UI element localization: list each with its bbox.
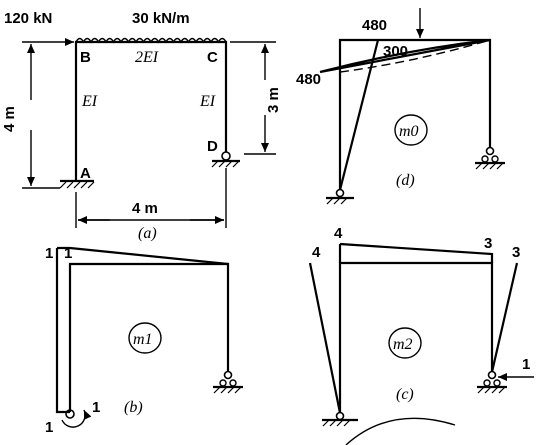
moment-diagram-m0-dashed	[339, 39, 491, 73]
value-top-left: 4	[334, 225, 343, 242]
dimension-left	[22, 41, 60, 189]
panel-b-diagram: m1 1 1 1 1 (b)	[45, 245, 243, 436]
roller-support-d	[475, 146, 505, 170]
roller-support-b	[213, 370, 243, 394]
caption-d: (d)	[396, 172, 415, 189]
roller-support-c	[477, 370, 507, 394]
node-b-label: B	[80, 49, 91, 66]
m2-label: m2	[393, 336, 413, 353]
dimension-bottom-label: 4 m	[132, 200, 158, 217]
value-480-left: 480	[296, 71, 321, 88]
frame-c-members	[338, 261, 494, 413]
value-mid-left: 4	[312, 244, 321, 261]
m2-label-circle	[388, 327, 422, 359]
dimension-left-label: 4 m	[1, 106, 18, 132]
frame-d-members	[338, 38, 492, 190]
moment-diagram-m0	[319, 38, 491, 191]
value-bottom: 1	[45, 419, 53, 436]
caption-c: (c)	[396, 386, 414, 403]
distributed-load-label: 30 kN/m	[132, 10, 190, 27]
moment-diagram-m2	[308, 242, 519, 414]
dimension-right	[230, 41, 276, 155]
unit-moment-arrow	[61, 409, 92, 428]
pin-support-d	[211, 151, 240, 168]
value-moment: 1	[92, 399, 100, 416]
dimension-bottom	[75, 168, 227, 228]
left-column-ei-label: EI	[81, 93, 98, 110]
value-outer-top: 1	[45, 245, 53, 262]
panel-a-structure: 120 kN 30 kN/m B C A D 2EI EI EI 4 m 3 m…	[1, 10, 282, 242]
value-inner-top: 1	[64, 245, 72, 262]
panel-d-diagram: m0 480 300 480 (d)	[296, 8, 505, 205]
moment-diagram-m1	[55, 246, 229, 414]
node-c-label: C	[207, 49, 218, 66]
panel-c-diagram: m2 4 4 3 3 1 (c)	[308, 225, 534, 427]
dimension-right-label: 3 m	[265, 87, 282, 113]
m0-label-circle	[394, 114, 428, 146]
beam-ei-label: 2EI	[135, 49, 159, 66]
fixed-support-a	[59, 179, 95, 189]
caption-b: (b)	[124, 399, 143, 416]
fixed-support-c	[322, 411, 358, 427]
distributed-load	[75, 37, 227, 44]
m1-label-circle	[128, 322, 162, 354]
value-force: 1	[522, 356, 530, 373]
caption-a: (a)	[138, 225, 157, 242]
value-300: 300	[383, 43, 408, 60]
pin-support-d-left	[326, 188, 354, 205]
node-a-label: A	[80, 165, 91, 182]
pin-support-b-left	[65, 409, 75, 419]
point-load-label: 120 kN	[4, 10, 52, 27]
m0-label: m0	[399, 123, 419, 140]
value-top-right: 3	[484, 235, 492, 252]
value-480-top: 480	[362, 17, 387, 34]
node-d-label: D	[207, 138, 218, 155]
right-column-ei-label: EI	[199, 93, 216, 110]
m1-label: m1	[133, 331, 153, 348]
value-mid-right: 3	[512, 244, 520, 261]
decorative-arc	[345, 417, 456, 445]
frame-b-members	[68, 262, 230, 412]
